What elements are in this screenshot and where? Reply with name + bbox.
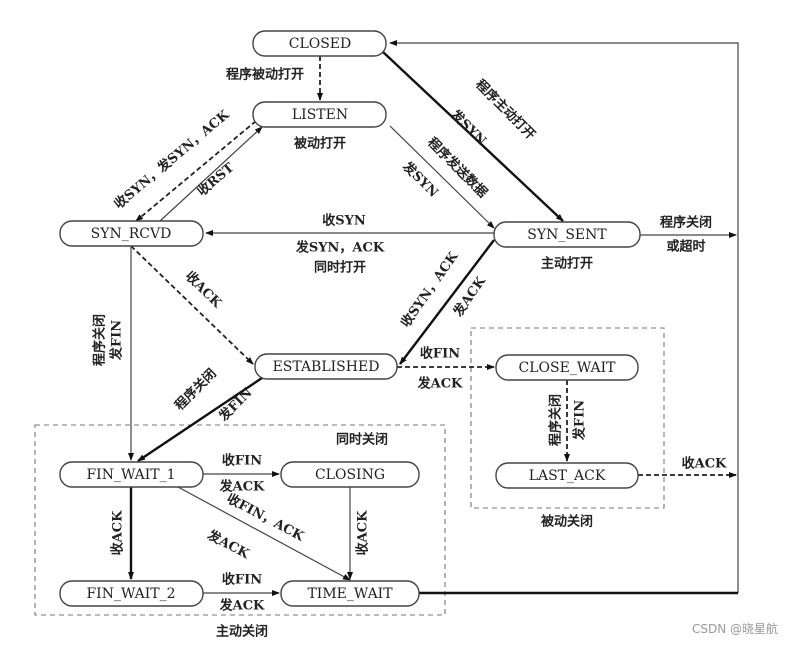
edge-listen-synrcvd: [135, 120, 257, 222]
state-listen: LISTEN: [252, 101, 387, 128]
svg-text:CLOSE_WAIT: CLOSE_WAIT: [519, 360, 617, 376]
active-close-box: [34, 424, 446, 616]
state-syn-rcvd: SYN_RCVD: [59, 220, 204, 247]
label-cw-la-2: 发FIN: [572, 400, 588, 441]
state-closed: CLOSED: [252, 30, 387, 57]
passive-close-label: 被动关闭: [540, 514, 593, 530]
edge-synrcvd-listen: [159, 126, 263, 222]
simultaneous-close-label: 同时关闭: [336, 432, 388, 448]
svg-text:TIME_WAIT: TIME_WAIT: [307, 586, 393, 602]
label-closing-tw: 收ACK: [355, 510, 371, 555]
edge-established-finwait1: [137, 377, 263, 462]
listen-note: 被动打开: [293, 136, 346, 152]
edge-finwait1-timewait: [177, 486, 351, 581]
state-syn-sent: SYN_SENT: [493, 221, 641, 248]
return-to-closed-line: [389, 40, 739, 595]
label-fw1-tw-2: 发ACK: [204, 527, 253, 563]
label-fw1-fw2: 收ACK: [110, 510, 126, 555]
label-closed-listen: 程序被动打开: [226, 67, 304, 83]
state-fin-wait-2: FIN_WAIT_2: [59, 580, 204, 607]
label-fw1-tw-1: 收FIN，ACK: [224, 491, 307, 545]
label-synrcvd-listen: 收RST: [194, 160, 237, 200]
label-fw2-tw-2: 发ACK: [219, 598, 265, 614]
label-synrcvd-est: 收ACK: [182, 268, 225, 311]
svg-text:CLOSED: CLOSED: [289, 36, 352, 52]
label-synsent-timeout-2: 或超时: [666, 239, 705, 255]
svg-text:LISTEN: LISTEN: [292, 107, 348, 123]
svg-text:SYN_RCVD: SYN_RCVD: [91, 226, 172, 242]
state-fin-wait-1: FIN_WAIT_1: [59, 461, 204, 488]
label-est-cw-2: 发ACK: [417, 376, 463, 392]
state-close-wait: CLOSE_WAIT: [495, 354, 639, 381]
svg-text:CLOSING: CLOSING: [315, 467, 385, 483]
syn-sent-note: 主动打开: [541, 256, 593, 272]
label-synsent-timeout-1: 程序关闭: [660, 215, 712, 231]
edge-closed-synsent: [382, 51, 564, 222]
label-synsent-synrcvd-2: 发SYN，ACK: [295, 240, 385, 256]
label-synsent-est-2: 发ACK: [450, 273, 490, 320]
label-synsent-est-1: 收SYN，ACK: [398, 248, 462, 330]
label-est-cw-1: 收FIN: [420, 346, 460, 362]
label-cw-la-1: 程序关闭: [548, 394, 564, 446]
label-la-closed: 收ACK: [682, 456, 727, 472]
label-synsent-synrcvd-3: 同时打开: [314, 260, 366, 276]
state-time-wait: TIME_WAIT: [280, 580, 420, 607]
svg-text:FIN_WAIT_2: FIN_WAIT_2: [86, 586, 175, 602]
label-fw1-closing-2: 发ACK: [219, 479, 265, 495]
passive-close-box: [470, 327, 665, 509]
active-close-label: 主动关闭: [216, 624, 268, 640]
svg-text:ESTABLISHED: ESTABLISHED: [273, 359, 380, 375]
label-fw1-closing-1: 收FIN: [222, 453, 262, 469]
label-closed-synsent-2: 发SYN: [447, 106, 490, 149]
label-synrcvd-fw1-2: 发FIN: [109, 320, 125, 361]
label-listen-synrcvd: 收SYN，发SYN，ACK: [111, 106, 233, 212]
watermark: CSDN @晓星航: [691, 622, 778, 636]
svg-text:LAST_ACK: LAST_ACK: [529, 468, 606, 484]
edge-listen-synsent: [389, 125, 495, 229]
svg-text:SYN_SENT: SYN_SENT: [527, 227, 607, 243]
label-est-fw1-1: 程序关闭: [172, 366, 220, 414]
label-fw2-tw-1: 收FIN: [222, 572, 262, 588]
state-last-ack: LAST_ACK: [495, 462, 639, 489]
svg-text:FIN_WAIT_1: FIN_WAIT_1: [86, 467, 175, 483]
label-synsent-synrcvd-1: 收SYN: [322, 213, 366, 229]
state-closing: CLOSING: [280, 461, 420, 488]
label-synrcvd-fw1-1: 程序关闭: [92, 314, 108, 366]
label-listen-synsent-2: 发SYN: [399, 158, 442, 201]
edge-synsent-established: [399, 239, 495, 365]
edge-synrcvd-established: [130, 245, 254, 365]
state-established: ESTABLISHED: [254, 353, 398, 380]
